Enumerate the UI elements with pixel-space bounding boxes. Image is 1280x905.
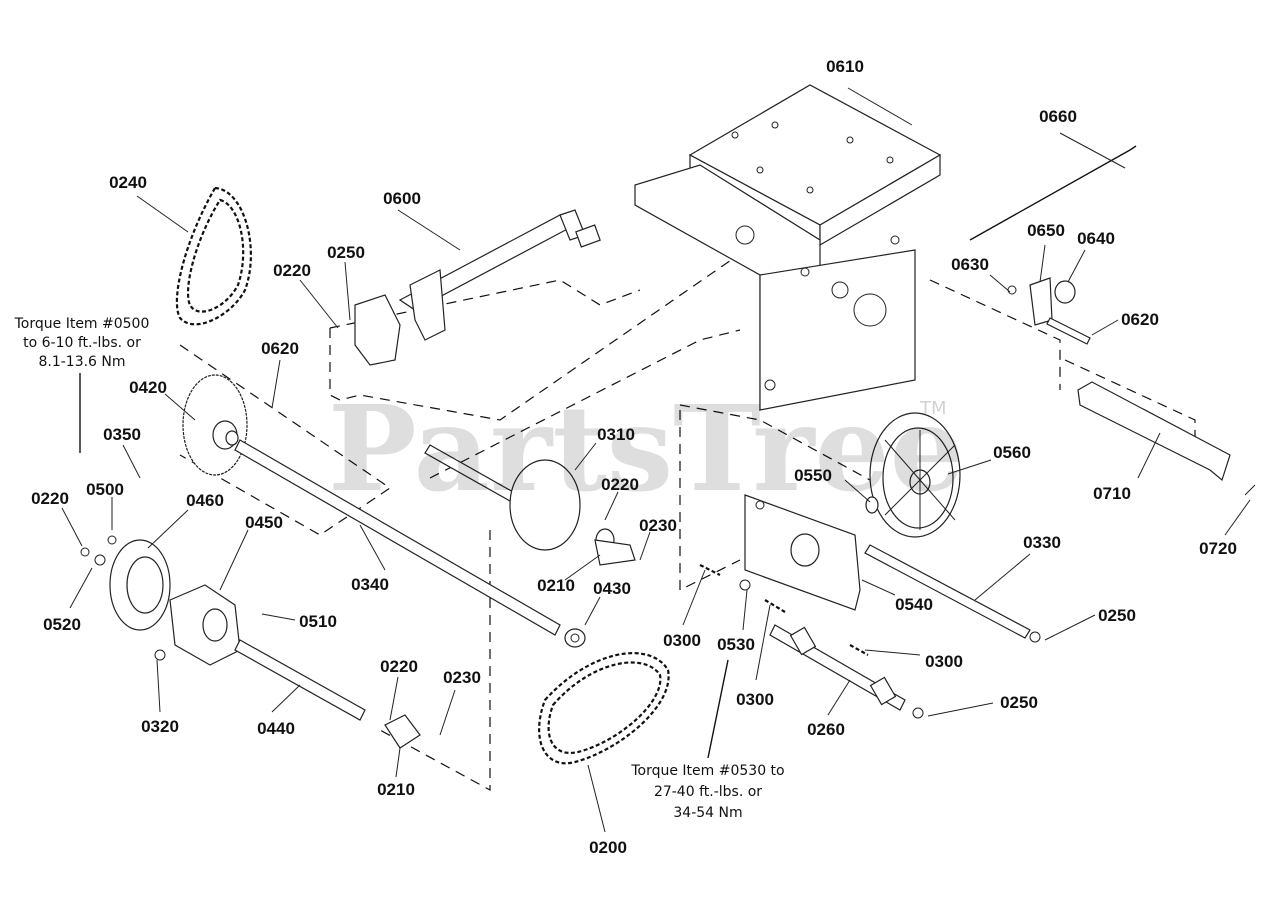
watermark-text: PartsTree: [328, 379, 965, 518]
part-label-0550: 0550: [794, 466, 832, 485]
torque-note-0530-line-1: Torque Item #0530 to: [630, 763, 784, 779]
part-label-0350: 0350: [103, 425, 141, 444]
part-label-0230: 0230: [443, 668, 481, 687]
part-label-0240: 0240: [109, 173, 147, 192]
part-label-0640: 0640: [1077, 229, 1115, 248]
part-label-0650: 0650: [1027, 221, 1065, 240]
part-label-0440: 0440: [257, 719, 295, 738]
part-label-0660: 0660: [1039, 107, 1077, 126]
part-label-0300: 0300: [925, 652, 963, 671]
part-label-0310: 0310: [597, 425, 635, 444]
part-label-0460: 0460: [186, 491, 224, 510]
part-label-0230: 0230: [639, 516, 677, 535]
part-label-0540: 0540: [895, 595, 933, 614]
part-label-0200: 0200: [589, 838, 627, 857]
plate-0540: [744, 494, 861, 611]
torque-note-0500-line-3: 8.1-13.6 Nm: [38, 354, 125, 370]
part-label-0210: 0210: [377, 780, 415, 799]
frame-housing: [634, 84, 942, 411]
part-label-0620: 0620: [1121, 310, 1159, 329]
part-label-0220: 0220: [601, 475, 639, 494]
part-label-0320: 0320: [141, 717, 179, 736]
part-label-0260: 0260: [807, 720, 845, 739]
part-label-0220: 0220: [380, 657, 418, 676]
part-label-0620: 0620: [261, 339, 299, 358]
torque-note-0500-line-1: Torque Item #0500: [14, 316, 150, 332]
rod-0660: [969, 145, 1137, 241]
axle-0340: [234, 439, 586, 648]
part-label-0600: 0600: [383, 189, 421, 208]
part-label-0250: 0250: [1000, 693, 1038, 712]
disc-0310: [424, 444, 636, 566]
chain-0200: [538, 652, 670, 765]
sprocket-0420: [182, 374, 248, 476]
part-label-0430: 0430: [593, 579, 631, 598]
part-label-0300: 0300: [663, 631, 701, 650]
part-label-0330: 0330: [1023, 533, 1061, 552]
shaft-0600: [354, 209, 601, 366]
torque-note-0500-line-2: to 6-10 ft.-lbs. or: [23, 335, 141, 351]
part-label-0250: 0250: [327, 243, 365, 262]
part-label-0560: 0560: [993, 443, 1031, 462]
torque-note-0500: Torque Item #0500 to 6-10 ft.-lbs. or 8.…: [14, 316, 150, 370]
part-label-0300: 0300: [736, 690, 774, 709]
torque-note-0530-line-3: 34-54 Nm: [673, 805, 742, 821]
part-label-0510: 0510: [299, 612, 337, 631]
part-label-0720: 0720: [1199, 539, 1237, 558]
part-label-0530: 0530: [717, 635, 755, 654]
part-label-0210: 0210: [537, 576, 575, 595]
part-label-0450: 0450: [245, 513, 283, 532]
watermark: PartsTree TM: [328, 379, 965, 518]
bar-0710: [1077, 381, 1256, 496]
part-label-0340: 0340: [351, 575, 389, 594]
shaft-0260: [699, 564, 924, 719]
part-label-0220: 0220: [31, 489, 69, 508]
hub-assembly: [80, 535, 421, 749]
watermark-trademark: TM: [919, 398, 947, 419]
part-label-0420: 0420: [129, 378, 167, 397]
part-labels: 0610 0660 0240 0600 0650 0640 0220 0250 0620 0630…: [31, 57, 1237, 857]
chain-0240: [175, 186, 252, 326]
leader-lines: [61, 87, 1251, 833]
part-label-0630: 0630: [951, 255, 989, 274]
torque-note-0530-line-2: 27-40 ft.-lbs. or: [654, 784, 762, 800]
part-label-0610: 0610: [826, 57, 864, 76]
shaft-0330: [864, 544, 1041, 643]
part-label-0710: 0710: [1093, 484, 1131, 503]
part-label-0520: 0520: [43, 615, 81, 634]
part-label-0220: 0220: [273, 261, 311, 280]
part-label-0500: 0500: [86, 480, 124, 499]
bracket-0650: [1007, 277, 1091, 345]
wheel-0560: [865, 412, 961, 538]
torque-note-0530: Torque Item #0530 to 27-40 ft.-lbs. or 3…: [630, 763, 784, 821]
part-label-0250: 0250: [1098, 606, 1136, 625]
